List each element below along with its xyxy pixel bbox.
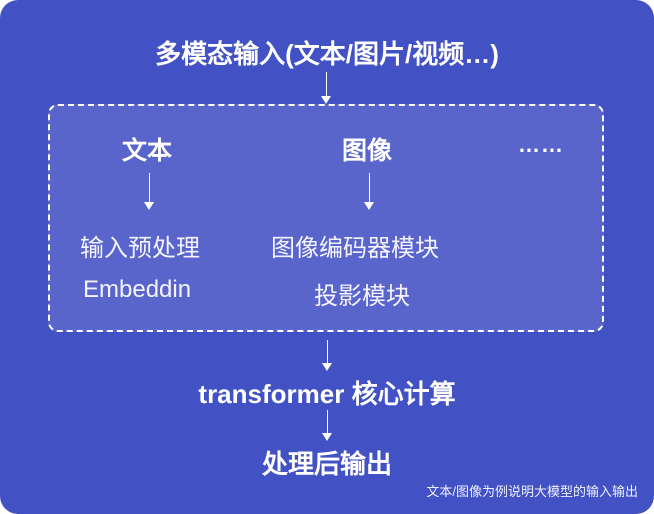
image-encoder-item: 图像编码器模块 xyxy=(271,235,439,262)
modality-module-box xyxy=(48,104,604,332)
projection-module-item: 投影模块 xyxy=(314,283,410,310)
more-modalities-ellipsis: …… xyxy=(518,132,564,157)
transformer-stage: transformer 核心计算 xyxy=(198,379,456,409)
text-column-heading: 文本 xyxy=(122,137,173,165)
output-stage: 处理后输出 xyxy=(261,449,392,479)
text-preprocess-item: 输入预处理 xyxy=(80,235,200,262)
text-embedding-item: Embeddin xyxy=(83,276,192,303)
diagram-title: 多模态输入(文本/图片/视频…) xyxy=(155,39,499,69)
image-column-heading: 图像 xyxy=(342,137,393,165)
figure-caption: 文本/图像为例说明大模型的输入输出 xyxy=(426,484,638,499)
